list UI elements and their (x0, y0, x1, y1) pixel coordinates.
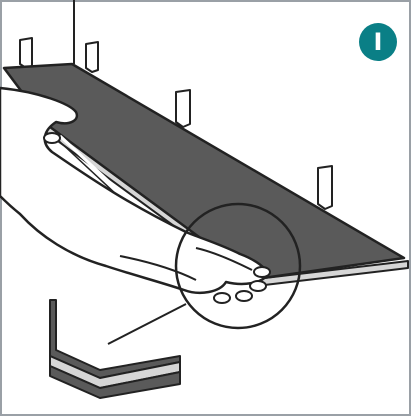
magnifier-circle (174, 202, 302, 330)
wall-spacer-wedges (19, 37, 333, 210)
hand (0, 86, 270, 294)
spacer-wedge (85, 41, 99, 73)
detail-pointer (107, 303, 187, 345)
fingernail (43, 132, 61, 144)
plank-edge-detail (49, 299, 181, 399)
spacer-wedge (19, 37, 33, 69)
hand-finger-line (119, 255, 197, 281)
step-number-badge: I (359, 23, 397, 61)
hand-finger-line (195, 247, 253, 271)
spacer-wedge (317, 165, 333, 210)
edge-layer-low (49, 365, 181, 399)
magnified-fingers (213, 266, 271, 304)
spacer-wedge (175, 89, 191, 128)
